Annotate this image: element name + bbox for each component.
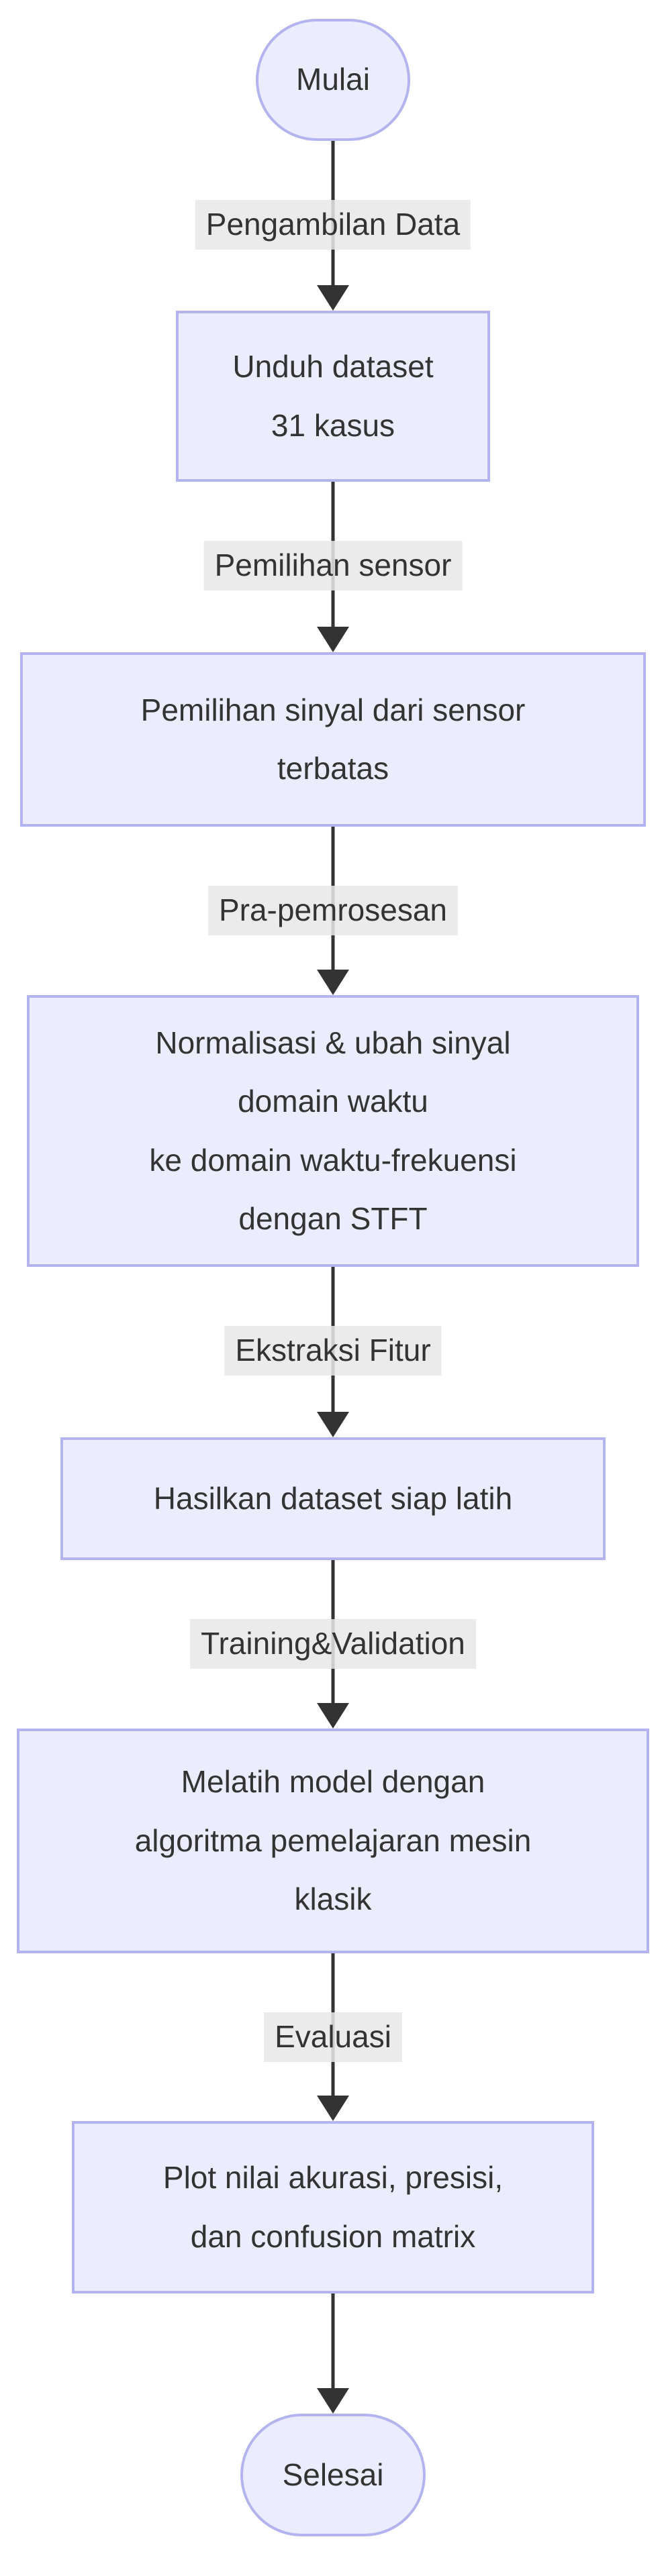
node-selesai: Selesai [240,2414,426,2536]
node-mulai: Mulai [256,19,410,141]
node-plot-evaluasi: Plot nilai akurasi, presisi, dan confusi… [72,2121,594,2294]
arrow-down-icon [317,285,349,311]
node-unduh-dataset: Unduh dataset 31 kasus [176,311,490,482]
connector-1: Pengambilan Data [0,141,666,311]
node-melatih-model: Melatih model dengan algoritma pemelajar… [17,1729,649,1953]
edge-label-training-validation: Training&Validation [190,1619,476,1669]
connector-7 [0,2294,666,2414]
edge-label-pemilihan-sensor: Pemilihan sensor [203,541,463,590]
edge-label-ekstraksi-fitur: Ekstraksi Fitur [224,1326,442,1376]
connector-3: Pra-pemrosesan [0,827,666,995]
edge-label-pengambilan-data: Pengambilan Data [195,200,471,250]
arrow-down-icon [317,2096,349,2121]
arrow-down-icon [317,627,349,652]
arrow-down-icon [317,1412,349,1437]
arrow-down-icon [317,2388,349,2414]
edge-label-pra-pemrosesan: Pra-pemrosesan [207,886,459,935]
arrow-down-icon [317,970,349,995]
flow-line [331,2294,335,2398]
connector-5: Training&Validation [0,1560,666,1729]
node-hasilkan-dataset: Hasilkan dataset siap latih [60,1437,606,1560]
connector-4: Ekstraksi Fitur [0,1267,666,1437]
node-normalisasi-stft: Normalisasi & ubah sinyal domain waktu k… [27,995,639,1267]
arrow-down-icon [317,1703,349,1729]
connector-2: Pemilihan sensor [0,482,666,652]
node-pemilihan-sinyal: Pemilihan sinyal dari sensor terbatas [20,652,646,827]
connector-6: Evaluasi [0,1953,666,2121]
edge-label-evaluasi: Evaluasi [264,2012,402,2062]
